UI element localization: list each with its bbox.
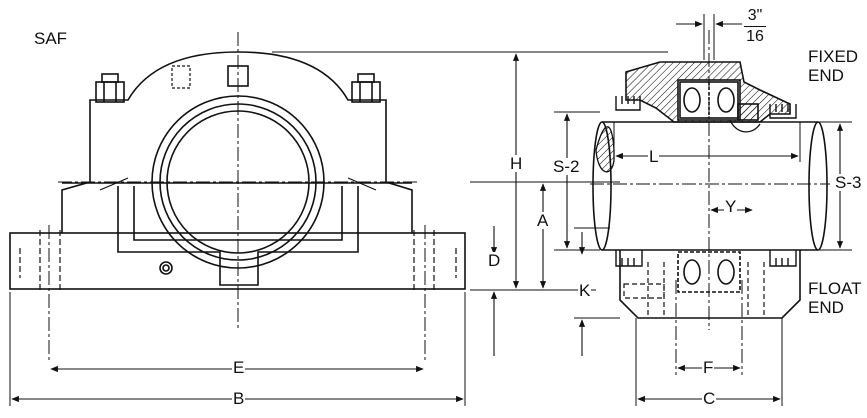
housing-body [61, 51, 413, 233]
clearance-denominator: 16 [746, 28, 764, 45]
view-title: SAF [34, 29, 68, 48]
dim-label-S3: S-3 [834, 173, 863, 192]
dim-label-Y: Y [724, 197, 738, 216]
shaft-break-left [592, 121, 612, 251]
fixed-end-label: FIXED END [808, 47, 859, 85]
float-end-label: FLOAT END [808, 279, 862, 317]
dim-label-A: A [536, 211, 550, 230]
cap-bolt-right [351, 73, 381, 103]
dim-label-C: C [702, 389, 717, 408]
locating-ring [737, 103, 759, 121]
cap-bolt-left [95, 73, 125, 103]
dim-label-S2: S-2 [552, 157, 581, 176]
lower-seals [615, 250, 797, 267]
dim-label-L: L [648, 147, 660, 166]
clearance-fraction: 3" 16 [744, 8, 766, 45]
clearance-numerator: 3" [747, 7, 763, 24]
dim-label-H: H [509, 154, 524, 173]
dim-label-D: D [487, 251, 502, 270]
dim-label-E: E [232, 358, 246, 377]
drain-plug [159, 261, 173, 275]
shaft-break-right [808, 121, 828, 251]
lower-housing-section [619, 250, 801, 319]
dim-label-K: K [578, 281, 592, 300]
dim-label-B: B [232, 389, 246, 408]
front-view [9, 32, 668, 406]
shaft [602, 121, 818, 251]
dim-label-F: F [702, 358, 715, 377]
housing-cavity [117, 186, 359, 286]
upper-seals [615, 96, 797, 119]
side-view [554, 14, 852, 406]
